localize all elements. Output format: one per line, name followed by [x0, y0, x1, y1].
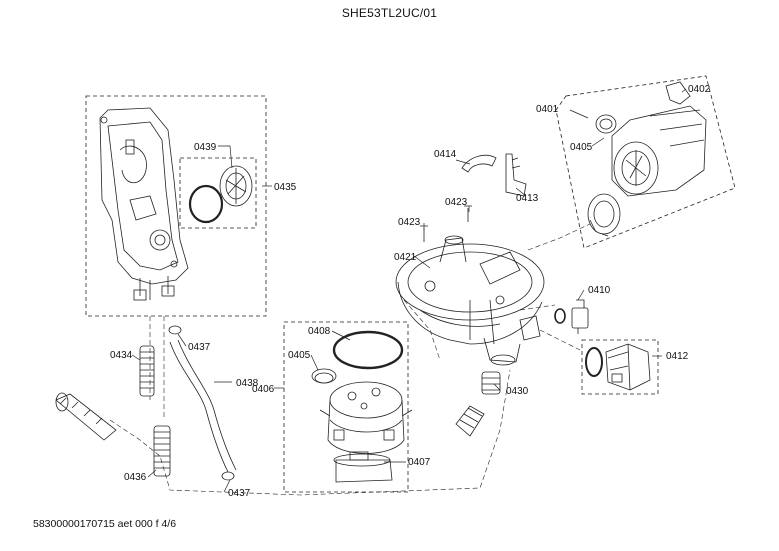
label-0412: 0412 — [666, 351, 689, 362]
part-connector-lower — [455, 405, 485, 437]
group-frame-0406 — [283, 321, 409, 493]
part-0406-heater-pump — [319, 381, 413, 454]
label-0405-right: 0405 — [570, 142, 593, 153]
part-0408-seal-ring — [332, 330, 404, 370]
label-0406: 0406 — [252, 384, 275, 395]
label-0410: 0410 — [588, 285, 611, 296]
part-0439-seal-and-cover — [188, 165, 253, 224]
part-0430-valve — [481, 371, 501, 395]
part-0412-drain-pump — [585, 343, 651, 391]
label-0438: 0438 — [236, 378, 259, 389]
page-title: SHE53TL2UC/01 — [341, 6, 438, 20]
group-frame-0412 — [581, 339, 659, 395]
part-0407-motor — [333, 451, 393, 483]
part-0435-housing — [99, 107, 189, 301]
part-0436-connector-and-bellows — [55, 392, 171, 477]
part-0414-clip — [461, 154, 497, 173]
label-0414: 0414 — [434, 149, 457, 160]
part-0434-bellows — [139, 345, 155, 397]
label-0401: 0401 — [536, 104, 559, 115]
label-0437-upper: 0437 — [188, 342, 211, 353]
label-0408: 0408 — [308, 326, 331, 337]
label-0423-right: 0423 — [445, 197, 468, 208]
group-frame-0401 — [555, 75, 736, 249]
leader-lines — [131, 88, 687, 493]
part-0413-bracket — [505, 153, 527, 197]
part-0410-sensor — [554, 299, 589, 334]
document-footer-code: 58300000170715 aet 000 f 4/6 — [33, 518, 177, 530]
label-0437-lower: 0437 — [228, 488, 251, 499]
label-0434: 0434 — [110, 350, 133, 361]
label-0435: 0435 — [274, 182, 297, 193]
label-0436: 0436 — [124, 472, 147, 483]
part-0423-screws — [420, 205, 472, 242]
label-0402: 0402 — [688, 84, 711, 95]
group-frame-0439 — [179, 157, 257, 229]
label-0430: 0430 — [506, 386, 529, 397]
group-frame-0435 — [85, 95, 267, 317]
part-0405-clamp — [311, 368, 337, 384]
label-0439: 0439 — [194, 142, 217, 153]
part-0421-sump — [395, 235, 545, 366]
label-0421: 0421 — [394, 252, 417, 263]
label-0423-left: 0423 — [398, 217, 421, 228]
part-0438-hose — [169, 339, 237, 473]
label-0405-left: 0405 — [288, 350, 311, 361]
label-0413: 0413 — [516, 193, 539, 204]
label-0407: 0407 — [408, 457, 431, 468]
part-0401-circulation-pump — [587, 81, 707, 237]
